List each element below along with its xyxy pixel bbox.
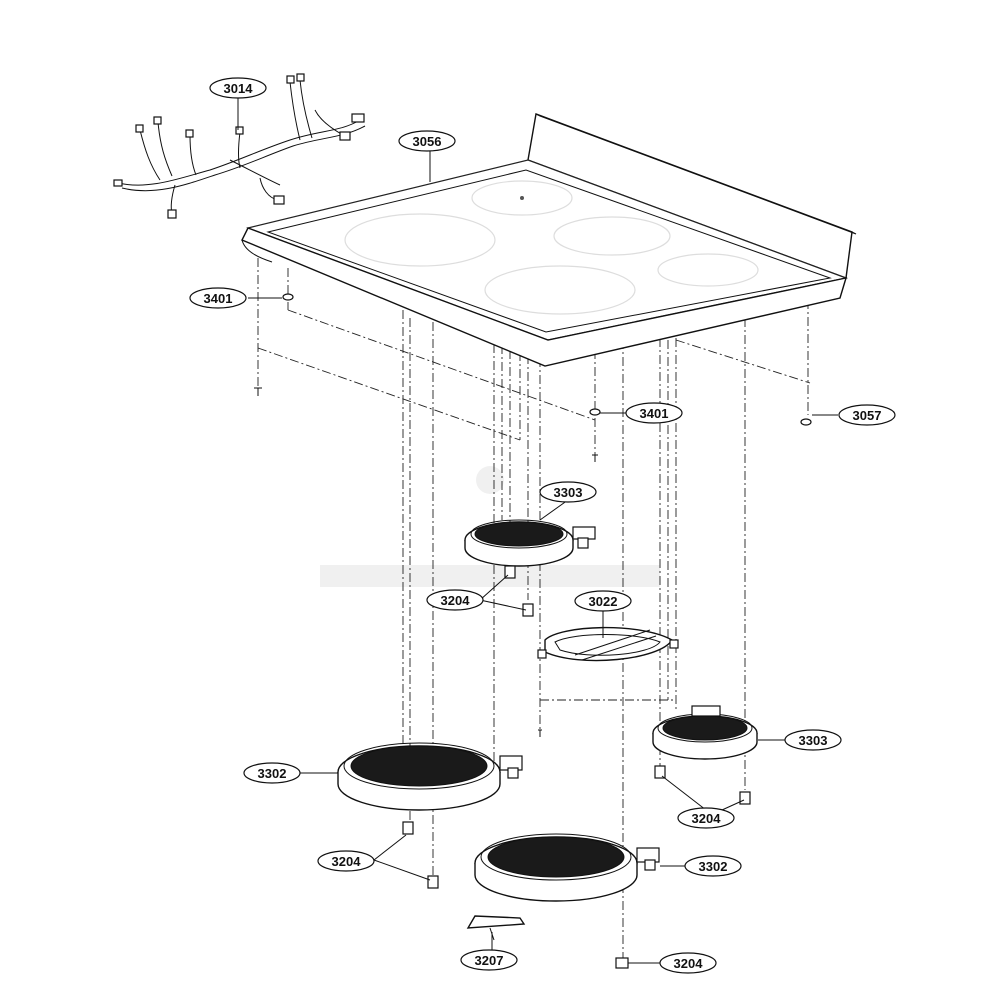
leader-lines [237, 96, 838, 964]
clips [402, 565, 751, 969]
callout-clip-bottom-label: 3204 [674, 956, 704, 971]
callout-screw-right[interactable]: 3401 [625, 402, 683, 424]
callout-burner-small-top-label: 3303 [554, 485, 583, 500]
callout-clip-left[interactable]: 3204 [317, 850, 375, 872]
callout-screw-far-right-label: 3057 [853, 408, 882, 423]
callout-bracket[interactable]: 3022 [574, 590, 632, 612]
callout-clip-left-label: 3204 [332, 854, 362, 869]
callout-screw-far-right[interactable]: 3057 [838, 404, 896, 426]
callout-burner-large-bottom-label: 3302 [699, 859, 728, 874]
callout-harness[interactable]: 3014 [209, 77, 267, 99]
burner-large-bottom [474, 833, 660, 902]
callout-burner-small-top[interactable]: 3303 [539, 481, 597, 503]
callout-burner-large-bottom[interactable]: 3302 [684, 855, 742, 877]
callout-clip-bottom[interactable]: 3204 [659, 952, 717, 974]
burner-small-right [652, 705, 758, 760]
callout-screw-left-label: 3401 [204, 291, 233, 306]
callout-burner-small-right-label: 3303 [799, 733, 828, 748]
callout-screw-right-label: 3401 [640, 406, 669, 421]
callout-cooktop-glass-label: 3056 [413, 134, 442, 149]
callout-holder[interactable]: 3207 [460, 949, 518, 971]
callout-clip-right-label: 3204 [692, 811, 722, 826]
cooktop-glass [241, 113, 857, 367]
wire-harness [113, 73, 366, 219]
callout-clip-top-label: 3204 [441, 593, 471, 608]
burner-large-left [337, 742, 523, 811]
callout-harness-label: 3014 [224, 81, 254, 96]
callout-bracket-label: 3022 [589, 594, 618, 609]
callout-holder-label: 3207 [475, 953, 504, 968]
bracket [537, 626, 679, 662]
callout-screw-left[interactable]: 3401 [189, 287, 247, 309]
burner-small-top [464, 519, 596, 567]
holder [466, 915, 526, 941]
callout-burner-large-left[interactable]: 3302 [243, 762, 301, 784]
callout-clip-top[interactable]: 3204 [426, 589, 484, 611]
watermark [320, 466, 660, 587]
screws [254, 293, 812, 737]
callout-burner-small-right[interactable]: 3303 [784, 729, 842, 751]
callout-clip-right[interactable]: 3204 [677, 807, 735, 829]
callout-burner-large-left-label: 3302 [258, 766, 287, 781]
callout-cooktop-glass[interactable]: 3056 [398, 130, 456, 152]
